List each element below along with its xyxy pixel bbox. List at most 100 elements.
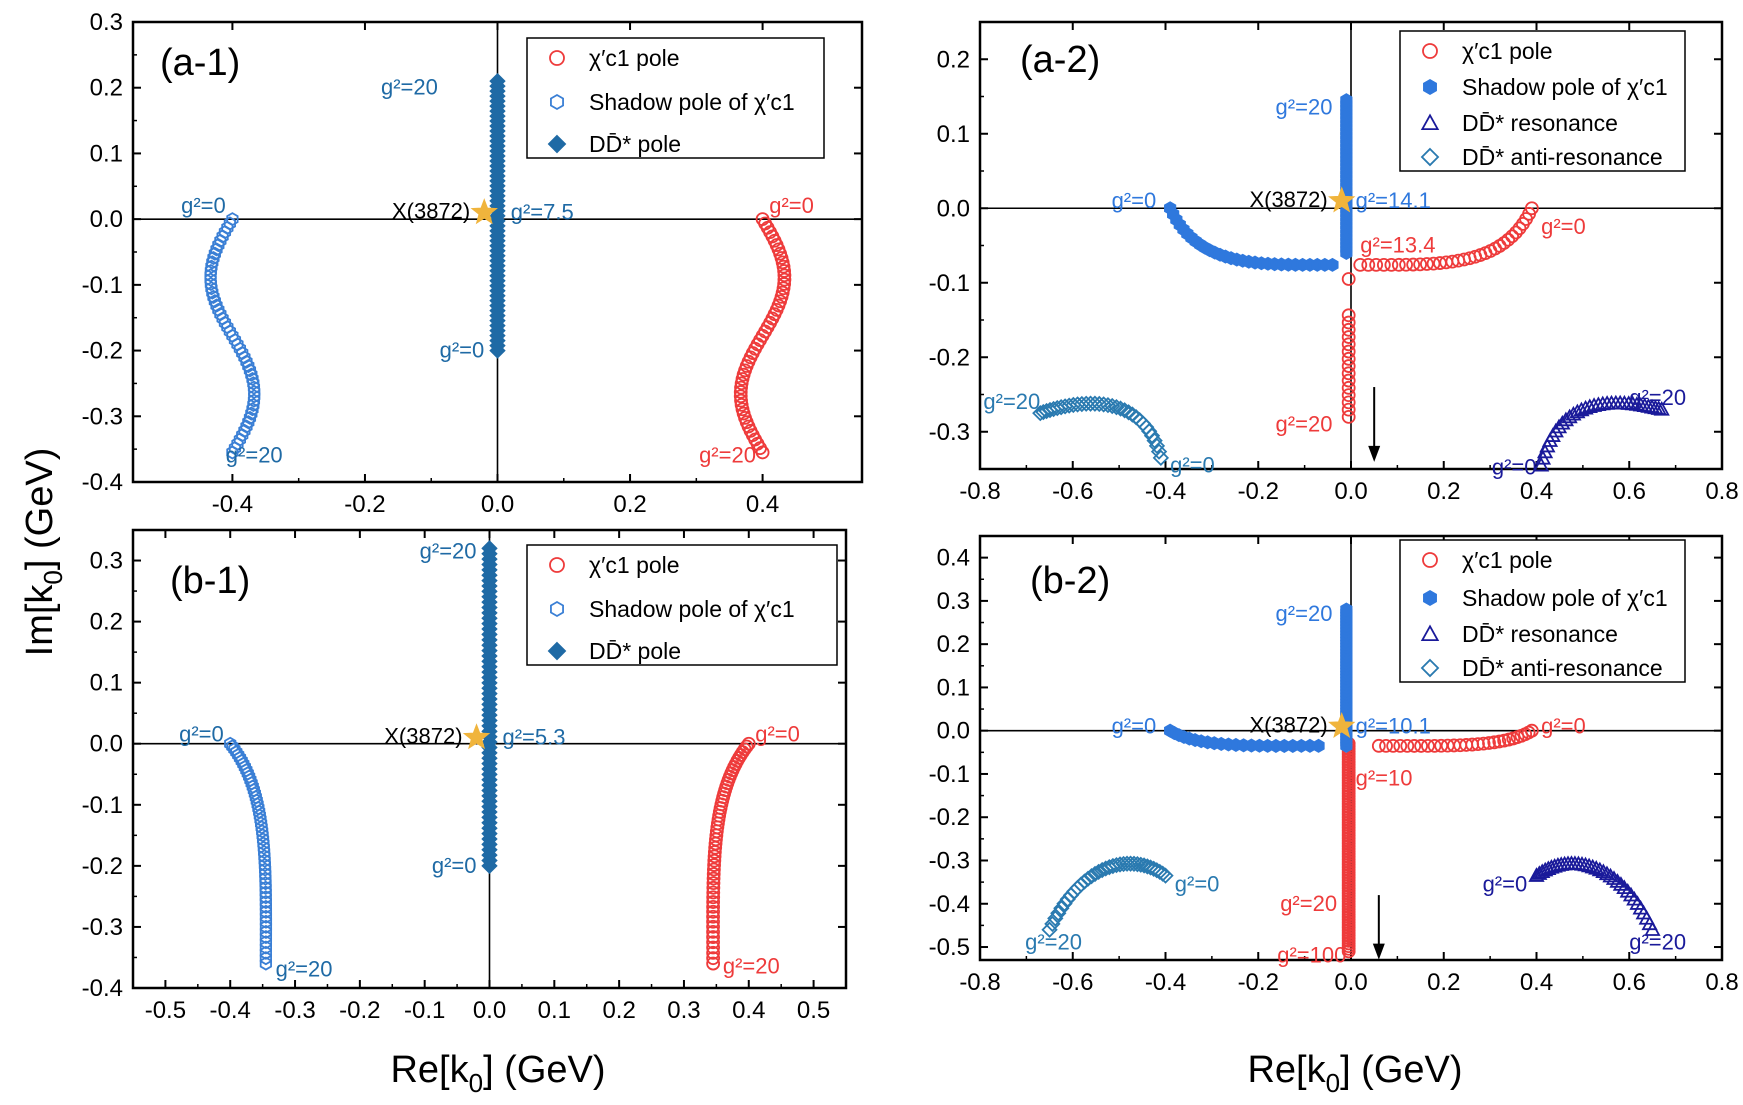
series-hexagon-filled <box>1164 723 1325 753</box>
data-point <box>1041 921 1058 938</box>
data-point <box>1341 409 1356 424</box>
data-point <box>246 402 259 417</box>
series-hexagon-filled <box>1340 602 1353 753</box>
data-point <box>259 904 273 919</box>
data-point <box>259 890 272 905</box>
x-tick-label: -0.2 <box>339 997 380 1024</box>
data-point <box>259 951 272 966</box>
g2-annotation: g²=0 <box>755 722 800 747</box>
g2-annotation: g²=13.4 <box>1360 233 1435 258</box>
data-point <box>205 259 218 274</box>
legend-entry: DD̄* pole <box>589 131 681 157</box>
data-point <box>1376 257 1391 272</box>
x-tick-label: 0.5 <box>797 997 830 1024</box>
y-tick-label: 0.1 <box>937 121 970 148</box>
g2-annotation: g²=0 <box>440 338 485 363</box>
g2-annotation: g²=0 <box>1492 455 1537 480</box>
x-axis-title-right: Re[k0] (GeV) <box>1247 1049 1462 1098</box>
data-point <box>1591 861 1608 877</box>
data-point <box>207 289 220 304</box>
x-tick-label: 0.0 <box>473 997 506 1024</box>
g2-annotation: g²=0 <box>181 193 226 218</box>
y-tick-label: -0.3 <box>82 914 123 941</box>
x3872-star <box>470 198 498 225</box>
legend-marker <box>549 557 565 573</box>
data-point <box>258 849 271 864</box>
x3872-label: X(3872) <box>1249 712 1327 737</box>
data-point <box>258 844 271 860</box>
data-point <box>1035 403 1052 421</box>
x-tick-label: 0.2 <box>1427 969 1460 996</box>
data-point <box>1341 366 1356 381</box>
x-tick-label: 0.0 <box>1334 969 1367 996</box>
g2-annotation: g²=20 <box>723 954 780 979</box>
data-point <box>259 871 272 886</box>
data-point <box>706 930 720 944</box>
data-point <box>259 924 273 939</box>
g2-annotation: g²=20 <box>381 75 438 100</box>
arrow-head <box>1372 943 1385 960</box>
data-point <box>1099 396 1117 414</box>
data-point <box>248 384 261 399</box>
x-tick-label: 0.2 <box>602 997 635 1024</box>
data-point <box>1644 921 1661 936</box>
data-point <box>1492 734 1507 749</box>
legend-marker <box>547 641 567 661</box>
data-point <box>1413 257 1428 272</box>
data-point <box>1602 867 1619 883</box>
data-point <box>214 233 227 248</box>
data-point <box>246 371 259 387</box>
y-tick-label: -0.4 <box>82 469 123 496</box>
data-point <box>1616 879 1633 895</box>
x-tick-label: -0.4 <box>212 491 253 518</box>
g2-annotation: g²=0 <box>1112 188 1157 213</box>
data-point <box>1341 308 1356 323</box>
y-tick-label: -0.5 <box>929 934 970 961</box>
data-point <box>259 895 272 910</box>
data-point <box>259 876 272 891</box>
g2-annotation: g²=0 <box>1112 713 1157 738</box>
data-point <box>755 445 770 460</box>
data-point <box>777 277 792 291</box>
y-tick-label: 0.0 <box>937 195 970 222</box>
data-point <box>1118 855 1136 872</box>
data-point <box>1609 873 1626 888</box>
y-tick-label: 0.3 <box>90 548 123 575</box>
data-point <box>1505 229 1520 244</box>
data-point <box>707 849 722 864</box>
data-point <box>257 836 270 851</box>
data-point <box>776 259 791 274</box>
data-point <box>1341 944 1356 959</box>
x-tick-label: 0.2 <box>613 491 646 518</box>
data-point <box>1120 404 1137 421</box>
y-tick-label: 0.1 <box>90 670 123 697</box>
y-axis-title-end: ] (GeV) <box>19 448 61 570</box>
data-point <box>1122 855 1139 872</box>
legend-marker <box>550 600 564 618</box>
data-point <box>259 930 273 945</box>
x-tick-label: 0.3 <box>667 997 700 1024</box>
data-point <box>706 871 721 886</box>
y-tick-label: 0.2 <box>90 75 123 102</box>
series-hexagon-filled <box>1164 201 1339 272</box>
data-point <box>1369 257 1384 272</box>
series-diamond-filled <box>489 72 506 359</box>
x-axis-title-left-end: ] (GeV) <box>483 1049 605 1091</box>
panel-label: (b-2) <box>1030 560 1110 602</box>
legend-marker <box>1420 147 1440 167</box>
g2-annotation: g²=0 <box>1483 871 1528 896</box>
x-tick-label: -0.1 <box>404 997 445 1024</box>
legend-entry: χ′c1 pole <box>589 552 680 578</box>
data-point <box>256 828 269 843</box>
data-point <box>733 389 748 404</box>
data-point <box>1093 861 1111 879</box>
data-point <box>205 281 218 296</box>
y-tick-label: 0.1 <box>90 140 123 167</box>
panel-label: (a-1) <box>160 42 240 84</box>
g2-annotation: g²=10.1 <box>1356 713 1431 738</box>
y-tick-label: 0.0 <box>90 206 123 233</box>
legend-marker <box>1423 589 1437 607</box>
data-point <box>1371 738 1386 753</box>
panel-label: (b-1) <box>170 560 250 602</box>
x-tick-label: 0.0 <box>481 491 514 518</box>
